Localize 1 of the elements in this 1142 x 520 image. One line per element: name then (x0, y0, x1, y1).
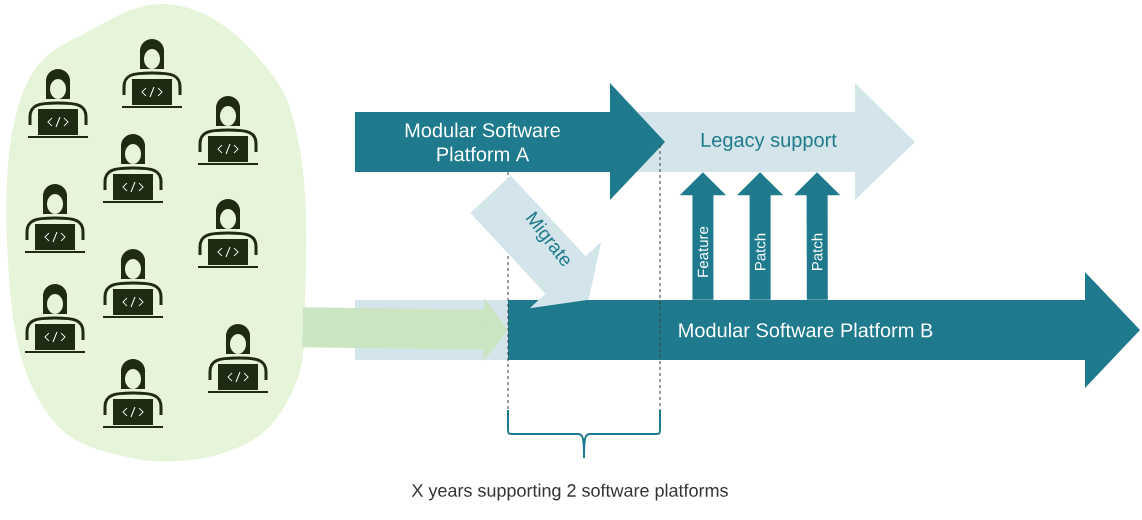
caption-text: X years supporting 2 software platforms (411, 483, 728, 501)
